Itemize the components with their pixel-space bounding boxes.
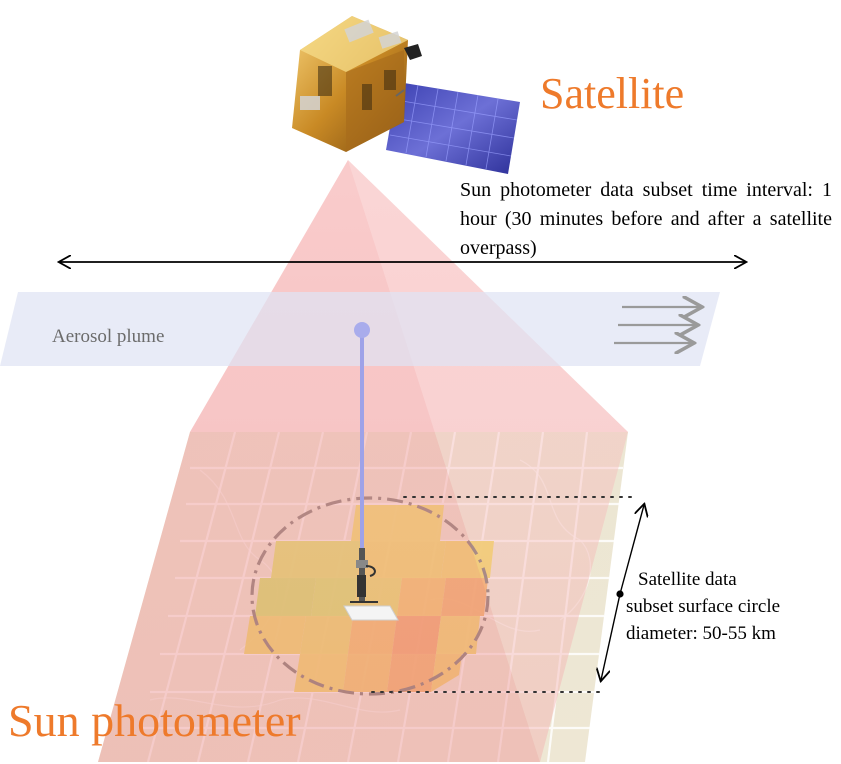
time-interval-note: Sun photometer data subset time interval… bbox=[460, 179, 832, 259]
circle-note-line-2: subset surface circle bbox=[626, 596, 781, 617]
circle-note-line-1: Satellite data bbox=[638, 569, 737, 590]
circle-diameter-guides bbox=[371, 496, 644, 693]
photometer-line-of-sight bbox=[354, 322, 370, 548]
sun-photometer-icon bbox=[343, 548, 399, 621]
satellite-title: Satellite bbox=[540, 69, 685, 118]
sun-photometer-title: Sun photometer bbox=[8, 695, 301, 746]
plume-motion-arrows bbox=[614, 307, 700, 343]
subset-circle-note: Satellite data subset surface circle dia… bbox=[626, 566, 838, 647]
circle-note-line-3: diameter: 50-55 km bbox=[626, 623, 776, 644]
satellite-icon bbox=[292, 16, 520, 174]
aerosol-plume-label: Aerosol plume bbox=[52, 326, 165, 347]
